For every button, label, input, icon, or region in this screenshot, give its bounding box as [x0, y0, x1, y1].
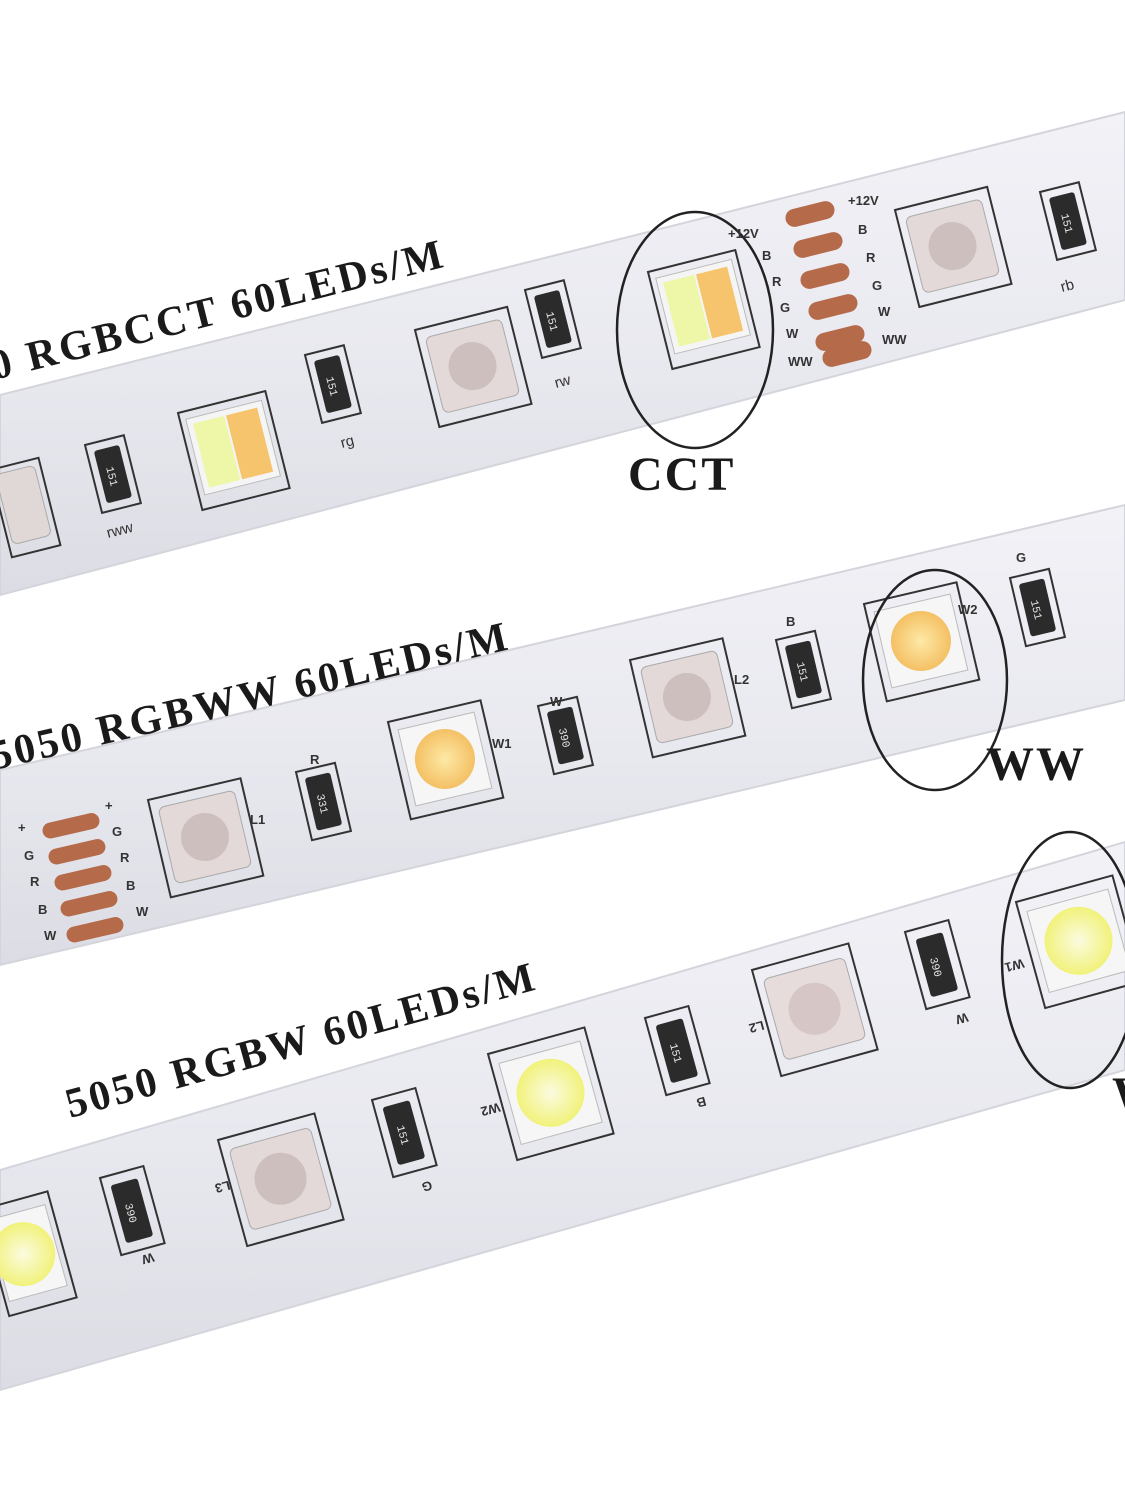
- silk-label-w1: W1: [492, 736, 512, 751]
- resistor-code: 151: [102, 466, 119, 489]
- resistor-code: 151: [666, 1042, 683, 1065]
- strip-rgbww: 5050 RGBWW 60LEDs/M + G R B W + G R B W: [0, 503, 1125, 967]
- pad-labels-right: + G R B W: [105, 798, 149, 919]
- resistor: 390: [536, 695, 595, 776]
- silk-label-g: G: [1016, 550, 1026, 565]
- resistor-code: 151: [322, 376, 339, 399]
- svg-text:G: G: [112, 824, 122, 839]
- resistor: 390: [903, 918, 971, 1011]
- resistor: 390: [98, 1164, 166, 1257]
- silk-label-rww: rww: [105, 519, 135, 542]
- svg-text:B: B: [38, 902, 47, 917]
- svg-text:WW: WW: [882, 332, 907, 347]
- resistor-code: 390: [121, 1202, 138, 1224]
- svg-text:B: B: [858, 222, 867, 237]
- silk-label-w1: W1: [1003, 956, 1026, 976]
- silk-label-rw: rw: [553, 371, 573, 391]
- copper-pads: [42, 813, 124, 943]
- svg-text:+12V: +12V: [848, 193, 879, 208]
- callout-label-ww: WW: [986, 738, 1086, 791]
- silk-label-rg: rg: [339, 432, 356, 452]
- cool-white-led: [0, 1190, 78, 1318]
- silk-label-b: B: [695, 1094, 708, 1111]
- silk-label-rb: rb: [1059, 276, 1076, 296]
- resistor-code: 151: [393, 1124, 410, 1147]
- callout-circle-cct: [615, 210, 775, 450]
- svg-text:W: W: [878, 304, 891, 319]
- callout-circle-ww: [861, 568, 1009, 792]
- silk-label-b: B: [786, 614, 795, 629]
- svg-text:+: +: [18, 820, 26, 835]
- rgb-led: [628, 637, 747, 759]
- callout-label-cct: CCT: [628, 448, 735, 501]
- resistor: 151: [774, 629, 833, 710]
- strip-rgbcct: 0 RGBCCT 60LEDs/M 151 rww 151 rg: [0, 110, 1125, 597]
- callout-label-w: W: [1112, 1068, 1125, 1121]
- cct-led: [176, 389, 291, 512]
- svg-text:R: R: [772, 274, 782, 289]
- svg-text:B: B: [762, 248, 771, 263]
- silk-label-w: W: [139, 1250, 155, 1268]
- svg-text:G: G: [780, 300, 790, 315]
- resistor-code: 390: [555, 727, 571, 749]
- silk-label-r: R: [310, 752, 320, 767]
- resistor: 331: [294, 761, 353, 842]
- resistor: 151: [83, 434, 143, 515]
- svg-text:W: W: [44, 928, 57, 943]
- resistor: 151: [303, 344, 363, 425]
- silk-label-g: G: [420, 1178, 434, 1195]
- warm-white-led: [386, 699, 505, 821]
- silk-label-l2: L2: [747, 1018, 766, 1036]
- resistor-code: 151: [793, 661, 809, 683]
- pad-labels-right: +12V B R G W WW: [848, 193, 907, 347]
- rgb-led: [413, 305, 533, 429]
- resistor-code: 151: [1027, 599, 1043, 621]
- silk-label-w2: W2: [958, 602, 978, 617]
- resistor: 151: [1038, 181, 1098, 262]
- silk-label-w: W: [953, 1010, 969, 1028]
- resistor-code: 390: [926, 956, 943, 978]
- rgb-led: [146, 777, 265, 899]
- rgb-led: [893, 185, 1013, 309]
- silk-label-l3: L3: [213, 1178, 232, 1196]
- cool-white-led: [486, 1026, 615, 1162]
- rgb-led: [0, 456, 62, 559]
- resistor-code: 151: [542, 311, 559, 334]
- resistor: 151: [1008, 567, 1067, 648]
- copper-pads: [785, 201, 872, 367]
- svg-text:G: G: [24, 848, 34, 863]
- pad-labels-left: +12V B R G W WW: [728, 226, 813, 369]
- resistor: 151: [370, 1086, 438, 1179]
- cool-white-led-highlighted: [1014, 874, 1125, 1010]
- svg-text:R: R: [30, 874, 40, 889]
- svg-text:W: W: [786, 326, 799, 341]
- resistor: 151: [643, 1004, 711, 1097]
- rgb-led: [750, 942, 879, 1078]
- callout-circle-w: [1000, 830, 1125, 1090]
- resistor-code: 151: [1057, 213, 1074, 236]
- pad-labels-left: + G R B W: [18, 820, 57, 943]
- silk-label-w2: W2: [479, 1100, 502, 1120]
- svg-text:+: +: [105, 798, 113, 813]
- svg-text:WW: WW: [788, 354, 813, 369]
- silk-label-l1: L1: [250, 812, 265, 827]
- resistor: 151: [523, 279, 583, 360]
- cct-led-highlighted: [646, 248, 761, 371]
- warm-white-led-highlighted: [862, 581, 981, 703]
- svg-text:R: R: [120, 850, 130, 865]
- svg-text:W: W: [136, 904, 149, 919]
- rgb-led: [216, 1112, 345, 1248]
- svg-text:R: R: [866, 250, 876, 265]
- svg-text:G: G: [872, 278, 882, 293]
- silk-label-l2: L2: [734, 672, 749, 687]
- svg-text:B: B: [126, 878, 135, 893]
- silk-label-w: W: [550, 694, 563, 709]
- svg-text:+12V: +12V: [728, 226, 759, 241]
- resistor-code: 331: [313, 793, 329, 815]
